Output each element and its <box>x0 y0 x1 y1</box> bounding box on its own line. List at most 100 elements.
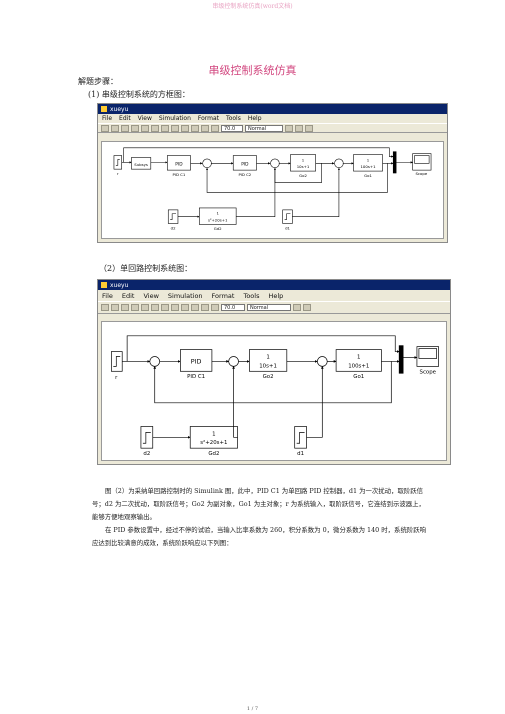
label-scope: Scope <box>415 171 427 176</box>
label-gd2-num: 1 <box>212 431 215 437</box>
sum-junction-1[interactable] <box>149 356 161 367</box>
menu-bar: File Edit View Simulation Format Tools H… <box>98 114 447 123</box>
cut-icon[interactable] <box>141 124 149 132</box>
stop-time-field[interactable]: 70.0 <box>221 304 245 311</box>
label-go2-name: Go2 <box>263 374 274 380</box>
single-loop-block-diagram: r PID PID C1 1 10s+1 Go2 1 100s+1 Go1 Sc… <box>111 335 439 457</box>
print-icon[interactable] <box>131 304 139 311</box>
step-block-d2[interactable] <box>140 426 154 449</box>
step2-heading: （2）单回路控制系统图： <box>99 264 193 273</box>
window-titlebar: xueyu <box>98 280 450 290</box>
play-icon[interactable] <box>201 124 209 132</box>
cut-icon[interactable] <box>141 304 149 311</box>
menu-simulation[interactable]: Simulation <box>167 292 203 300</box>
paste-icon[interactable] <box>161 124 169 132</box>
copy-icon[interactable] <box>151 124 159 132</box>
label-pid1: PID <box>175 161 183 167</box>
label-d2: d2 <box>143 451 150 457</box>
sim-mode-select[interactable]: Normal <box>247 304 291 311</box>
menu-format[interactable]: Format <box>211 292 235 300</box>
step-block-d2[interactable] <box>167 209 179 224</box>
undo-icon[interactable] <box>171 124 179 132</box>
label-gd2-name: Gd2 <box>214 226 222 231</box>
menu-edit[interactable]: Edit <box>119 115 131 122</box>
sum-junction-1[interactable] <box>202 158 212 168</box>
copy-icon[interactable] <box>151 304 159 311</box>
label-d1: d1 <box>285 225 290 230</box>
label-scope: Scope <box>420 369 437 375</box>
model-canvas[interactable]: r Subsys PID PID C1 PID PID C2 1 10s+1 G… <box>101 141 444 239</box>
toolbar: 70.0 Normal <box>98 301 450 314</box>
menu-bar: File Edit View Simulation Format Tools H… <box>98 290 450 301</box>
label-go2-name: Go2 <box>299 173 307 178</box>
step-block-r[interactable] <box>113 155 123 170</box>
label-r: r <box>115 375 118 381</box>
menu-simulation[interactable]: Simulation <box>158 115 191 122</box>
menu-tools[interactable]: Tools <box>243 292 260 300</box>
menu-help[interactable]: Help <box>247 115 262 122</box>
step-block-d1[interactable] <box>294 426 307 449</box>
menu-view[interactable]: View <box>137 115 152 122</box>
stop-icon[interactable] <box>211 304 219 311</box>
label-gd2-den: s²+20s+1 <box>200 439 227 446</box>
debug-icon[interactable] <box>295 124 303 132</box>
label-subsys: Subsys <box>134 162 148 167</box>
build-icon[interactable] <box>285 124 293 132</box>
sum-junction-2[interactable] <box>228 356 239 367</box>
library-icon[interactable] <box>191 304 199 311</box>
simulink-app-icon <box>101 282 107 288</box>
model-canvas[interactable]: r PID PID C1 1 10s+1 Go2 1 100s+1 Go1 Sc… <box>101 321 447 461</box>
scope-block[interactable] <box>416 346 439 367</box>
stop-time-field[interactable]: 70.0 <box>221 124 243 132</box>
menu-format[interactable]: Format <box>197 115 220 122</box>
redo-icon[interactable] <box>181 304 189 311</box>
save-icon[interactable] <box>121 124 129 132</box>
label-go1-name: Go1 <box>364 173 372 178</box>
save-icon[interactable] <box>121 304 129 311</box>
step-block-r[interactable] <box>111 351 123 372</box>
mux-block[interactable] <box>392 151 397 174</box>
redo-icon[interactable] <box>181 124 189 132</box>
page-number: 1 / 7 <box>246 706 259 712</box>
new-icon[interactable] <box>101 124 109 132</box>
new-icon[interactable] <box>101 304 109 311</box>
paste-icon[interactable] <box>161 304 169 311</box>
label-pid2-name: PID C2 <box>238 172 251 177</box>
menu-tools[interactable]: Tools <box>226 115 241 122</box>
menu-view[interactable]: View <box>143 292 159 300</box>
mux-block[interactable] <box>398 345 404 374</box>
body-paragraph-2: 在 PID 参数设置中，经过不停的试验，当输入比率系数为 260，积分系数为 0… <box>92 526 427 547</box>
label-pid2: PID <box>241 161 249 167</box>
build-icon[interactable] <box>293 304 301 311</box>
library-icon[interactable] <box>191 124 199 132</box>
print-icon[interactable] <box>131 124 139 132</box>
label-go1-den: 100s+1 <box>348 363 369 369</box>
menu-file[interactable]: File <box>102 115 113 122</box>
sum-junction-3[interactable] <box>317 356 328 367</box>
stop-icon[interactable] <box>211 124 219 132</box>
label-go2-num: 1 <box>266 354 269 360</box>
label-go1-den: 100s+1 <box>360 164 376 169</box>
body-paragraph-1: 图（2）为采纳单回路控制时的 Simulink 图，此中，PID C1 为单回路… <box>92 487 425 521</box>
step-block-d1[interactable] <box>282 209 293 224</box>
window-titlebar: xueyu <box>98 104 447 114</box>
play-icon[interactable] <box>201 304 209 311</box>
label-d1: d1 <box>297 451 304 457</box>
menu-help[interactable]: Help <box>268 292 284 300</box>
sum-junction-3[interactable] <box>334 158 344 168</box>
sum-junction-2[interactable] <box>270 158 280 168</box>
scope-block[interactable] <box>412 153 432 171</box>
open-icon[interactable] <box>111 304 119 311</box>
undo-icon[interactable] <box>171 304 179 311</box>
menu-file[interactable]: File <box>102 292 113 300</box>
window-title: xueyu <box>110 281 129 289</box>
menu-edit[interactable]: Edit <box>121 292 135 300</box>
open-icon[interactable] <box>111 124 119 132</box>
simulink-window-single-loop: xueyu File Edit View Simulation Format T… <box>97 279 451 465</box>
explorer-icon[interactable] <box>305 124 313 132</box>
toolbar: 70.0 Normal <box>98 123 447 133</box>
debug-icon[interactable] <box>303 304 311 311</box>
label-pid: PID <box>191 357 202 365</box>
label-go1-name: Go1 <box>353 374 364 380</box>
sim-mode-select[interactable]: Normal <box>245 124 283 132</box>
